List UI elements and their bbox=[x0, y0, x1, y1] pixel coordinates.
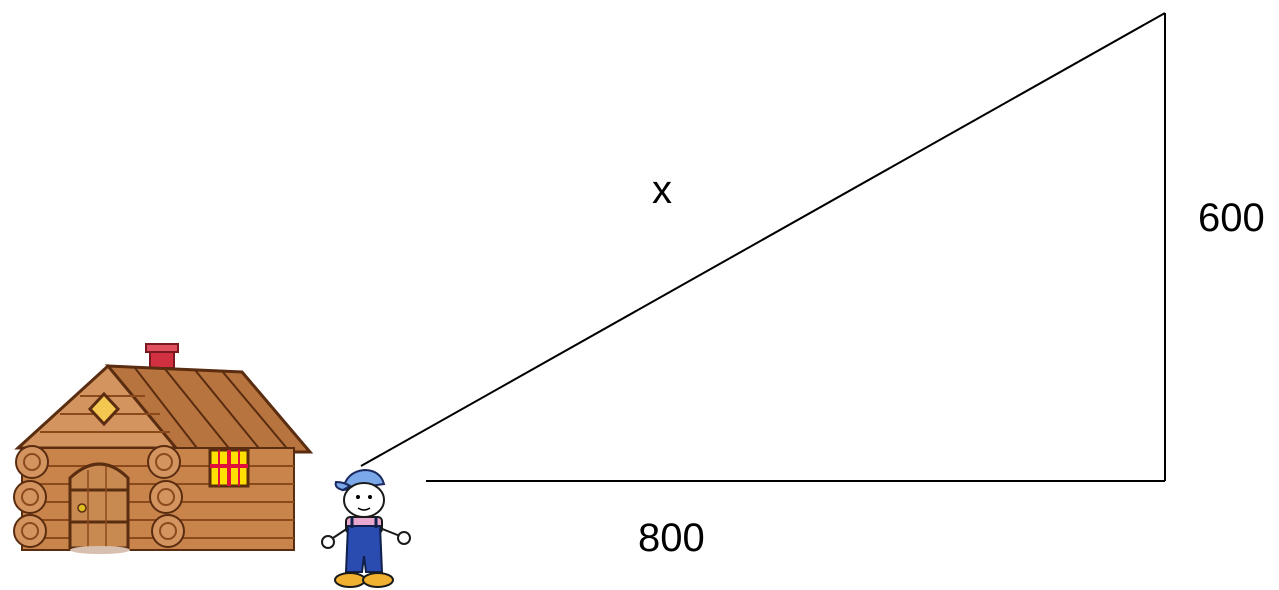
cartoon-boy-picture bbox=[321, 468, 411, 588]
vertical-side-label: 600 bbox=[1198, 196, 1265, 240]
log-cabin-picture bbox=[13, 343, 314, 554]
hypotenuse-line bbox=[360, 12, 1166, 467]
hypotenuse-label: x bbox=[652, 168, 672, 212]
horizontal-side-label: 800 bbox=[638, 516, 705, 560]
